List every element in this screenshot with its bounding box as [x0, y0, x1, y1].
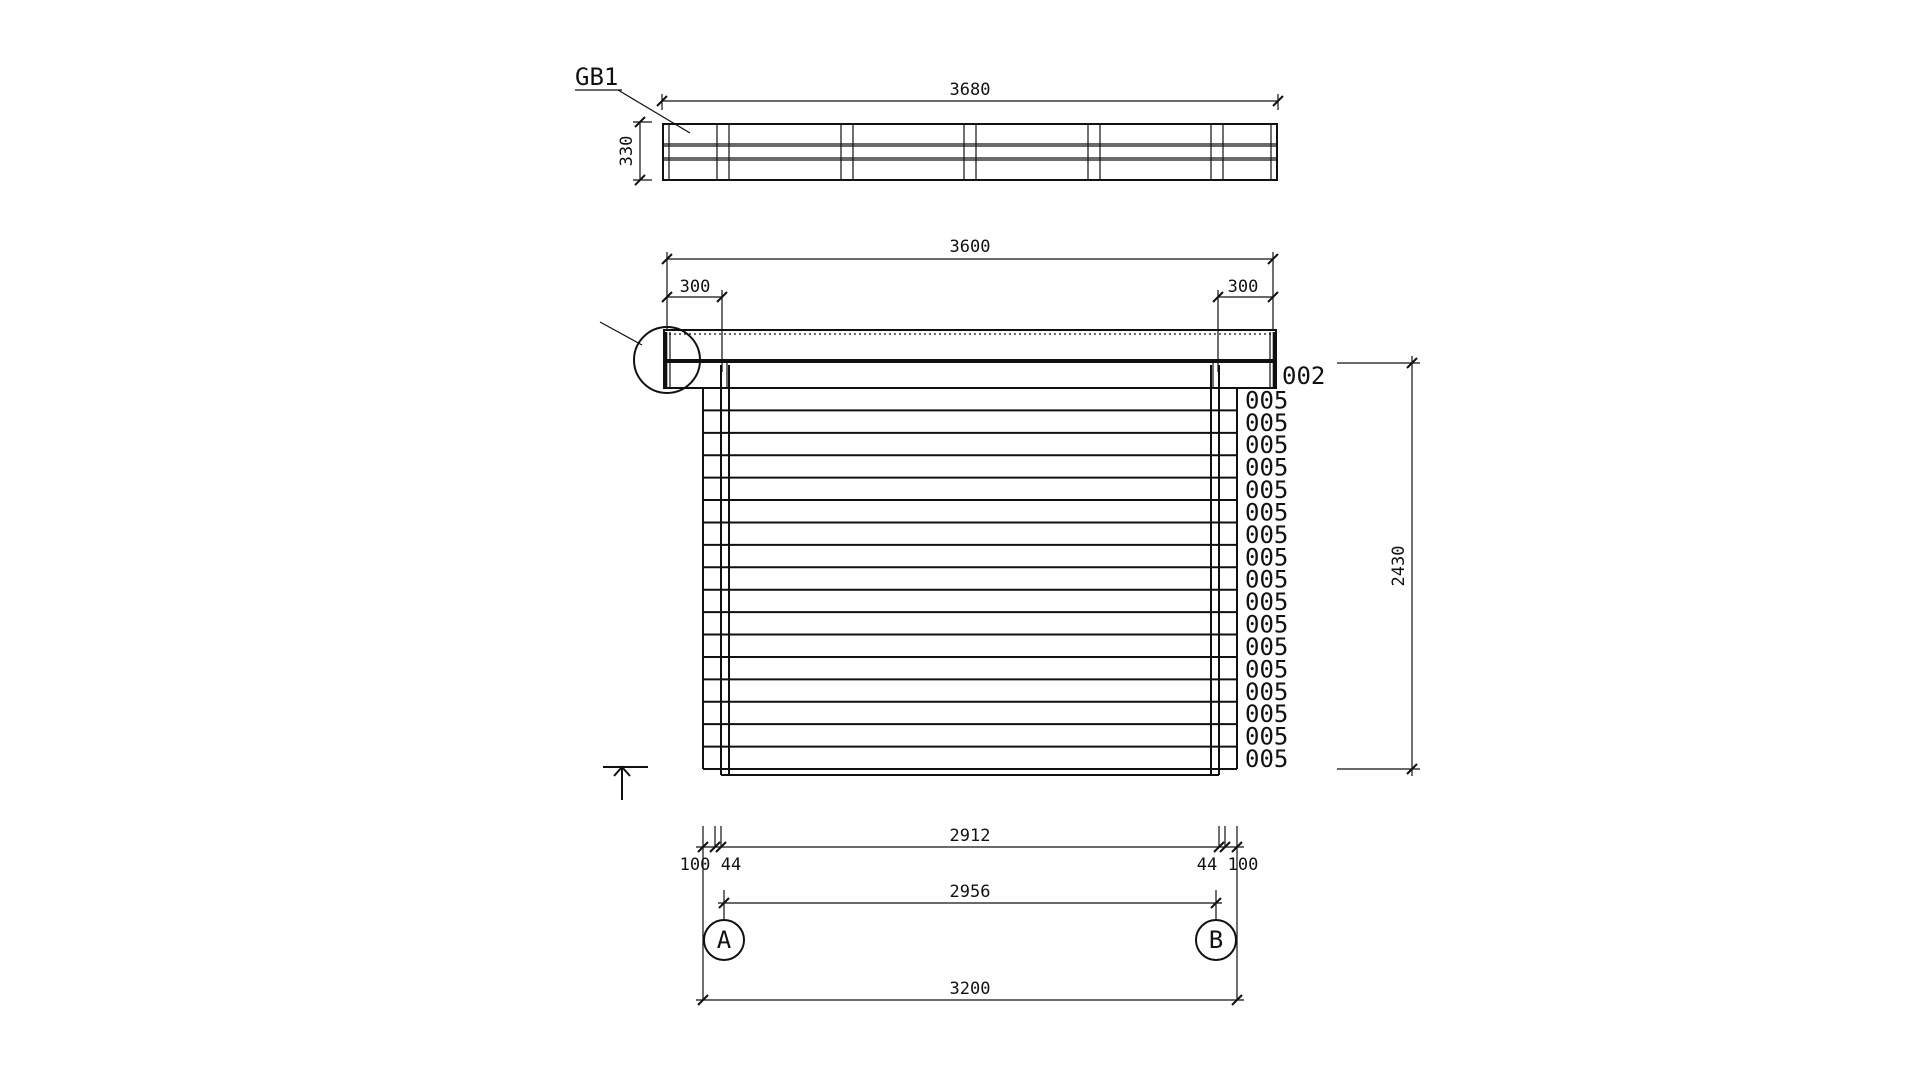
right-post-dim: 44	[1197, 855, 1217, 875]
log-tag: 005	[1245, 454, 1288, 482]
top-width-dim: 3680	[950, 80, 991, 100]
overhang-right-dim: 300	[1228, 277, 1259, 297]
log-tag: 005	[1245, 655, 1288, 683]
axis-span-dim: 2956	[950, 882, 991, 902]
log-tag: 005	[1245, 588, 1288, 616]
top-view-leader	[617, 89, 691, 134]
log-tag: 005	[1245, 498, 1288, 526]
plan-dimensions: 2912 100 44 44 100 2956 A B 3200	[680, 826, 1259, 1006]
top-beam-outline	[662, 123, 1278, 181]
wall-log-tags: 0050050050050050050050050050050050050050…	[1245, 386, 1288, 773]
detail-callout-leader	[599, 321, 643, 346]
log-tag: 005	[1245, 611, 1288, 639]
log-tag: 005	[1245, 543, 1288, 571]
wall	[702, 365, 1238, 776]
grid-axis-b-label: B	[1209, 926, 1223, 954]
log-tag: 005	[1245, 700, 1288, 728]
left-end-dim: 100	[680, 855, 711, 875]
left-post-dim: 44	[721, 855, 741, 875]
grid-axis-b	[1195, 919, 1237, 961]
log-tag: 005	[1245, 633, 1288, 661]
elevation-view: 3600 300 300 002	[599, 237, 1420, 800]
top-plate	[663, 361, 1277, 389]
top-view-label: GB1	[575, 63, 618, 91]
log-tag: 005	[1245, 409, 1288, 437]
log-tag: 005	[1245, 386, 1288, 414]
right-end-dim: 100	[1228, 855, 1259, 875]
log-tag: 005	[1245, 521, 1288, 549]
log-tag: 005	[1245, 566, 1288, 594]
log-tag: 005	[1245, 476, 1288, 504]
top-beam-rafters	[716, 124, 1224, 180]
total-length-dim: 3200	[950, 979, 991, 999]
detail-callout-circle	[633, 326, 701, 394]
height-dim: 2430	[1389, 546, 1409, 587]
log-tag: 005	[1245, 723, 1288, 751]
log-tag: 005	[1245, 431, 1288, 459]
top-view: GB1 3680 330	[575, 63, 1284, 186]
grid-axis-a-label: A	[717, 926, 732, 954]
top-depth-dim: 330	[617, 136, 637, 167]
inner-span-dim: 2912	[950, 826, 991, 846]
roof-width-dim: 3600	[950, 237, 991, 257]
log-tag: 005	[1245, 678, 1288, 706]
grid-axis-a	[703, 919, 745, 961]
wall-logs	[703, 409, 1237, 748]
log-tag: 005	[1245, 745, 1288, 773]
overhang-left-dim: 300	[680, 277, 711, 297]
top-plate-tag: 002	[1282, 362, 1325, 390]
